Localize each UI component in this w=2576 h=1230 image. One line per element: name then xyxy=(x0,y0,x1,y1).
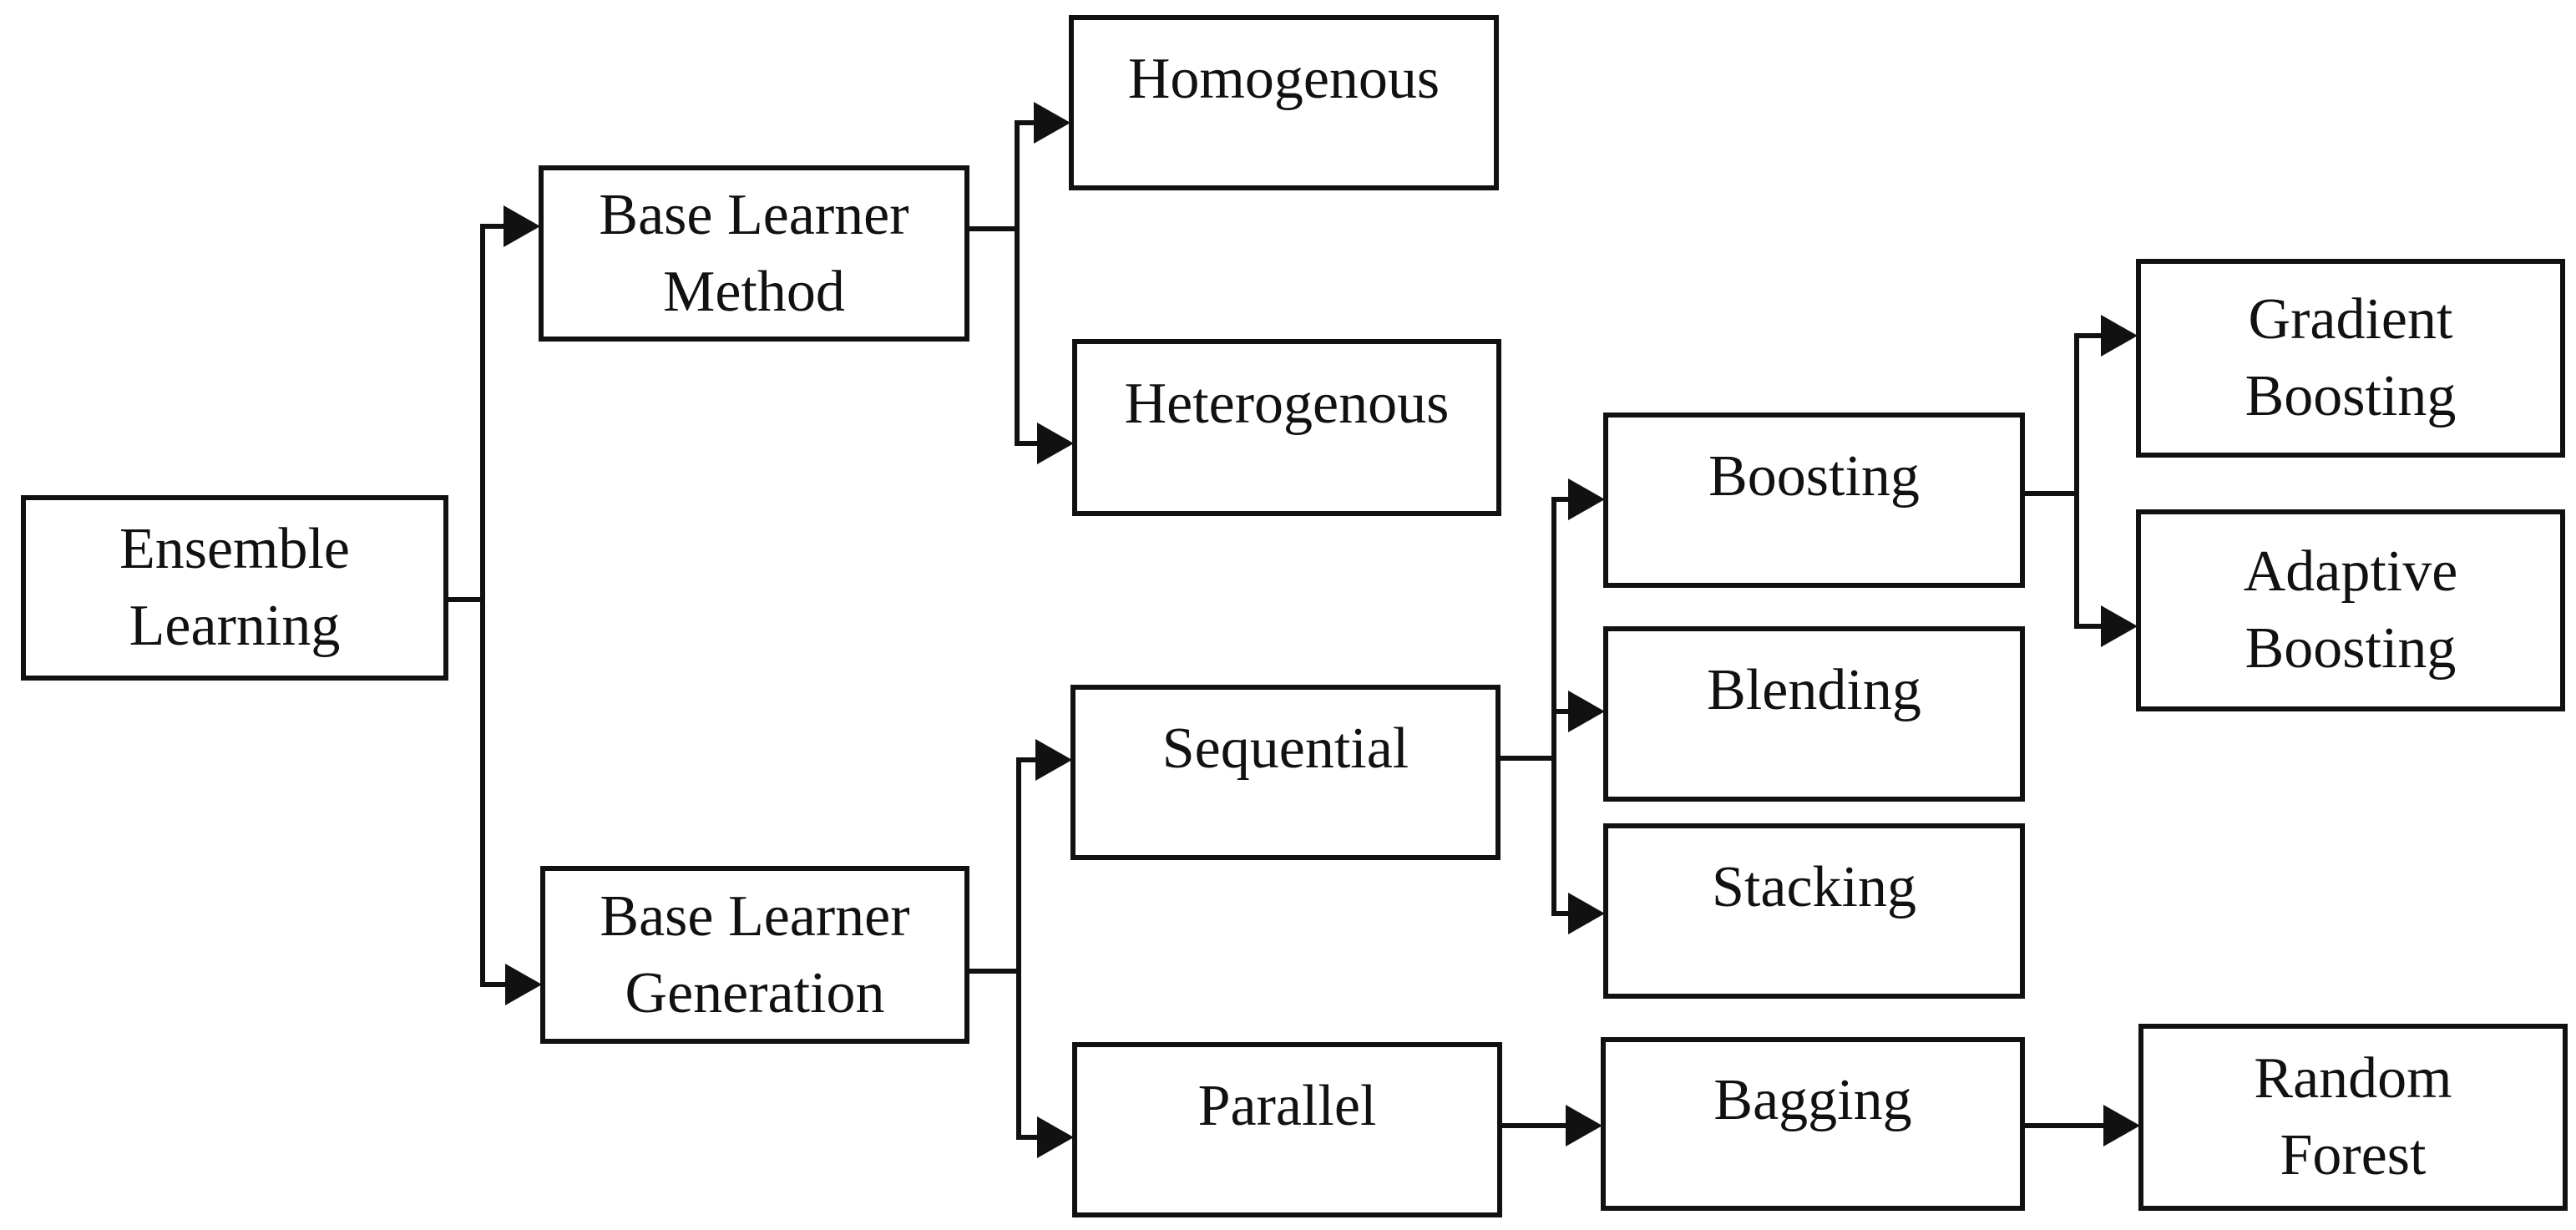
node-base-learner-generation: Base Learner Generation xyxy=(540,866,969,1044)
arrowhead-to-parallel xyxy=(1037,1116,1074,1158)
node-label: Boosting xyxy=(1708,444,1920,509)
arrowhead-to-base-learner-generation xyxy=(505,964,542,1005)
connector-ensemble-learning-children xyxy=(446,205,542,1005)
node-label: Random xyxy=(2254,1046,2452,1111)
arrowhead-to-heterogenous xyxy=(1037,423,1074,464)
node-label: Base Learner xyxy=(599,182,909,247)
node-label: Homogenous xyxy=(1127,47,1440,111)
node-label: Boosting xyxy=(2245,616,2457,681)
node-label: Boosting xyxy=(2245,364,2457,428)
node-label: Learning xyxy=(129,594,341,658)
node-adaptive-boosting: Adaptive Boosting xyxy=(2136,509,2565,711)
arrowhead-to-base-learner-method xyxy=(504,205,540,247)
node-stacking: Stacking xyxy=(1603,823,2025,999)
node-base-learner-method: Base Learner Method xyxy=(539,165,969,342)
connector-bagging-to-random-forest xyxy=(2022,1105,2140,1146)
node-label: Stacking xyxy=(1712,855,1916,919)
node-label: Generation xyxy=(625,960,885,1025)
node-label: Heterogenous xyxy=(1124,372,1450,436)
arrowhead-to-adaptive-boosting xyxy=(2101,605,2138,647)
arrowhead-to-bagging xyxy=(1566,1105,1602,1146)
arrowhead-to-homogenous xyxy=(1034,102,1070,144)
node-bagging: Bagging xyxy=(1601,1037,2025,1211)
node-label: Bagging xyxy=(1713,1068,1912,1132)
node-boosting: Boosting xyxy=(1603,413,2025,588)
node-homogenous: Homogenous xyxy=(1069,15,1499,190)
arrowhead-to-blending xyxy=(1568,691,1605,732)
node-heterogenous: Heterogenous xyxy=(1072,339,1501,516)
node-random-forest: Random Forest xyxy=(2138,1024,2568,1211)
node-label: Base Learner xyxy=(600,883,910,949)
node-label: Forest xyxy=(2280,1123,2427,1187)
node-sequential: Sequential xyxy=(1070,685,1501,860)
node-label: Sequential xyxy=(1161,716,1409,781)
node-label: Method xyxy=(663,259,845,324)
node-blending: Blending xyxy=(1603,626,2025,802)
node-label: Ensemble xyxy=(119,517,351,581)
arrowhead-to-gradient-boosting xyxy=(2101,315,2138,357)
connector-sequential-children xyxy=(1498,478,1605,934)
node-label: Blending xyxy=(1707,658,1921,722)
arrowhead-to-sequential xyxy=(1035,739,1072,781)
connector-base-learner-generation-children xyxy=(967,739,1074,1158)
node-label: Gradient xyxy=(2248,287,2453,352)
connector-base-learner-method-children xyxy=(967,102,1074,464)
node-label: Adaptive xyxy=(2243,539,2458,604)
node-gradient-boosting: Gradient Boosting xyxy=(2136,259,2565,458)
node-parallel: Parallel xyxy=(1072,1042,1502,1217)
node-ensemble-learning: Ensemble Learning xyxy=(21,495,448,681)
connector-parallel-to-bagging xyxy=(1500,1105,1602,1146)
connector-boosting-children xyxy=(2022,315,2138,647)
arrowhead-to-stacking xyxy=(1568,893,1605,934)
arrowhead-to-boosting xyxy=(1568,478,1605,520)
node-label: Parallel xyxy=(1197,1074,1377,1138)
arrowhead-to-random-forest xyxy=(2103,1105,2140,1146)
